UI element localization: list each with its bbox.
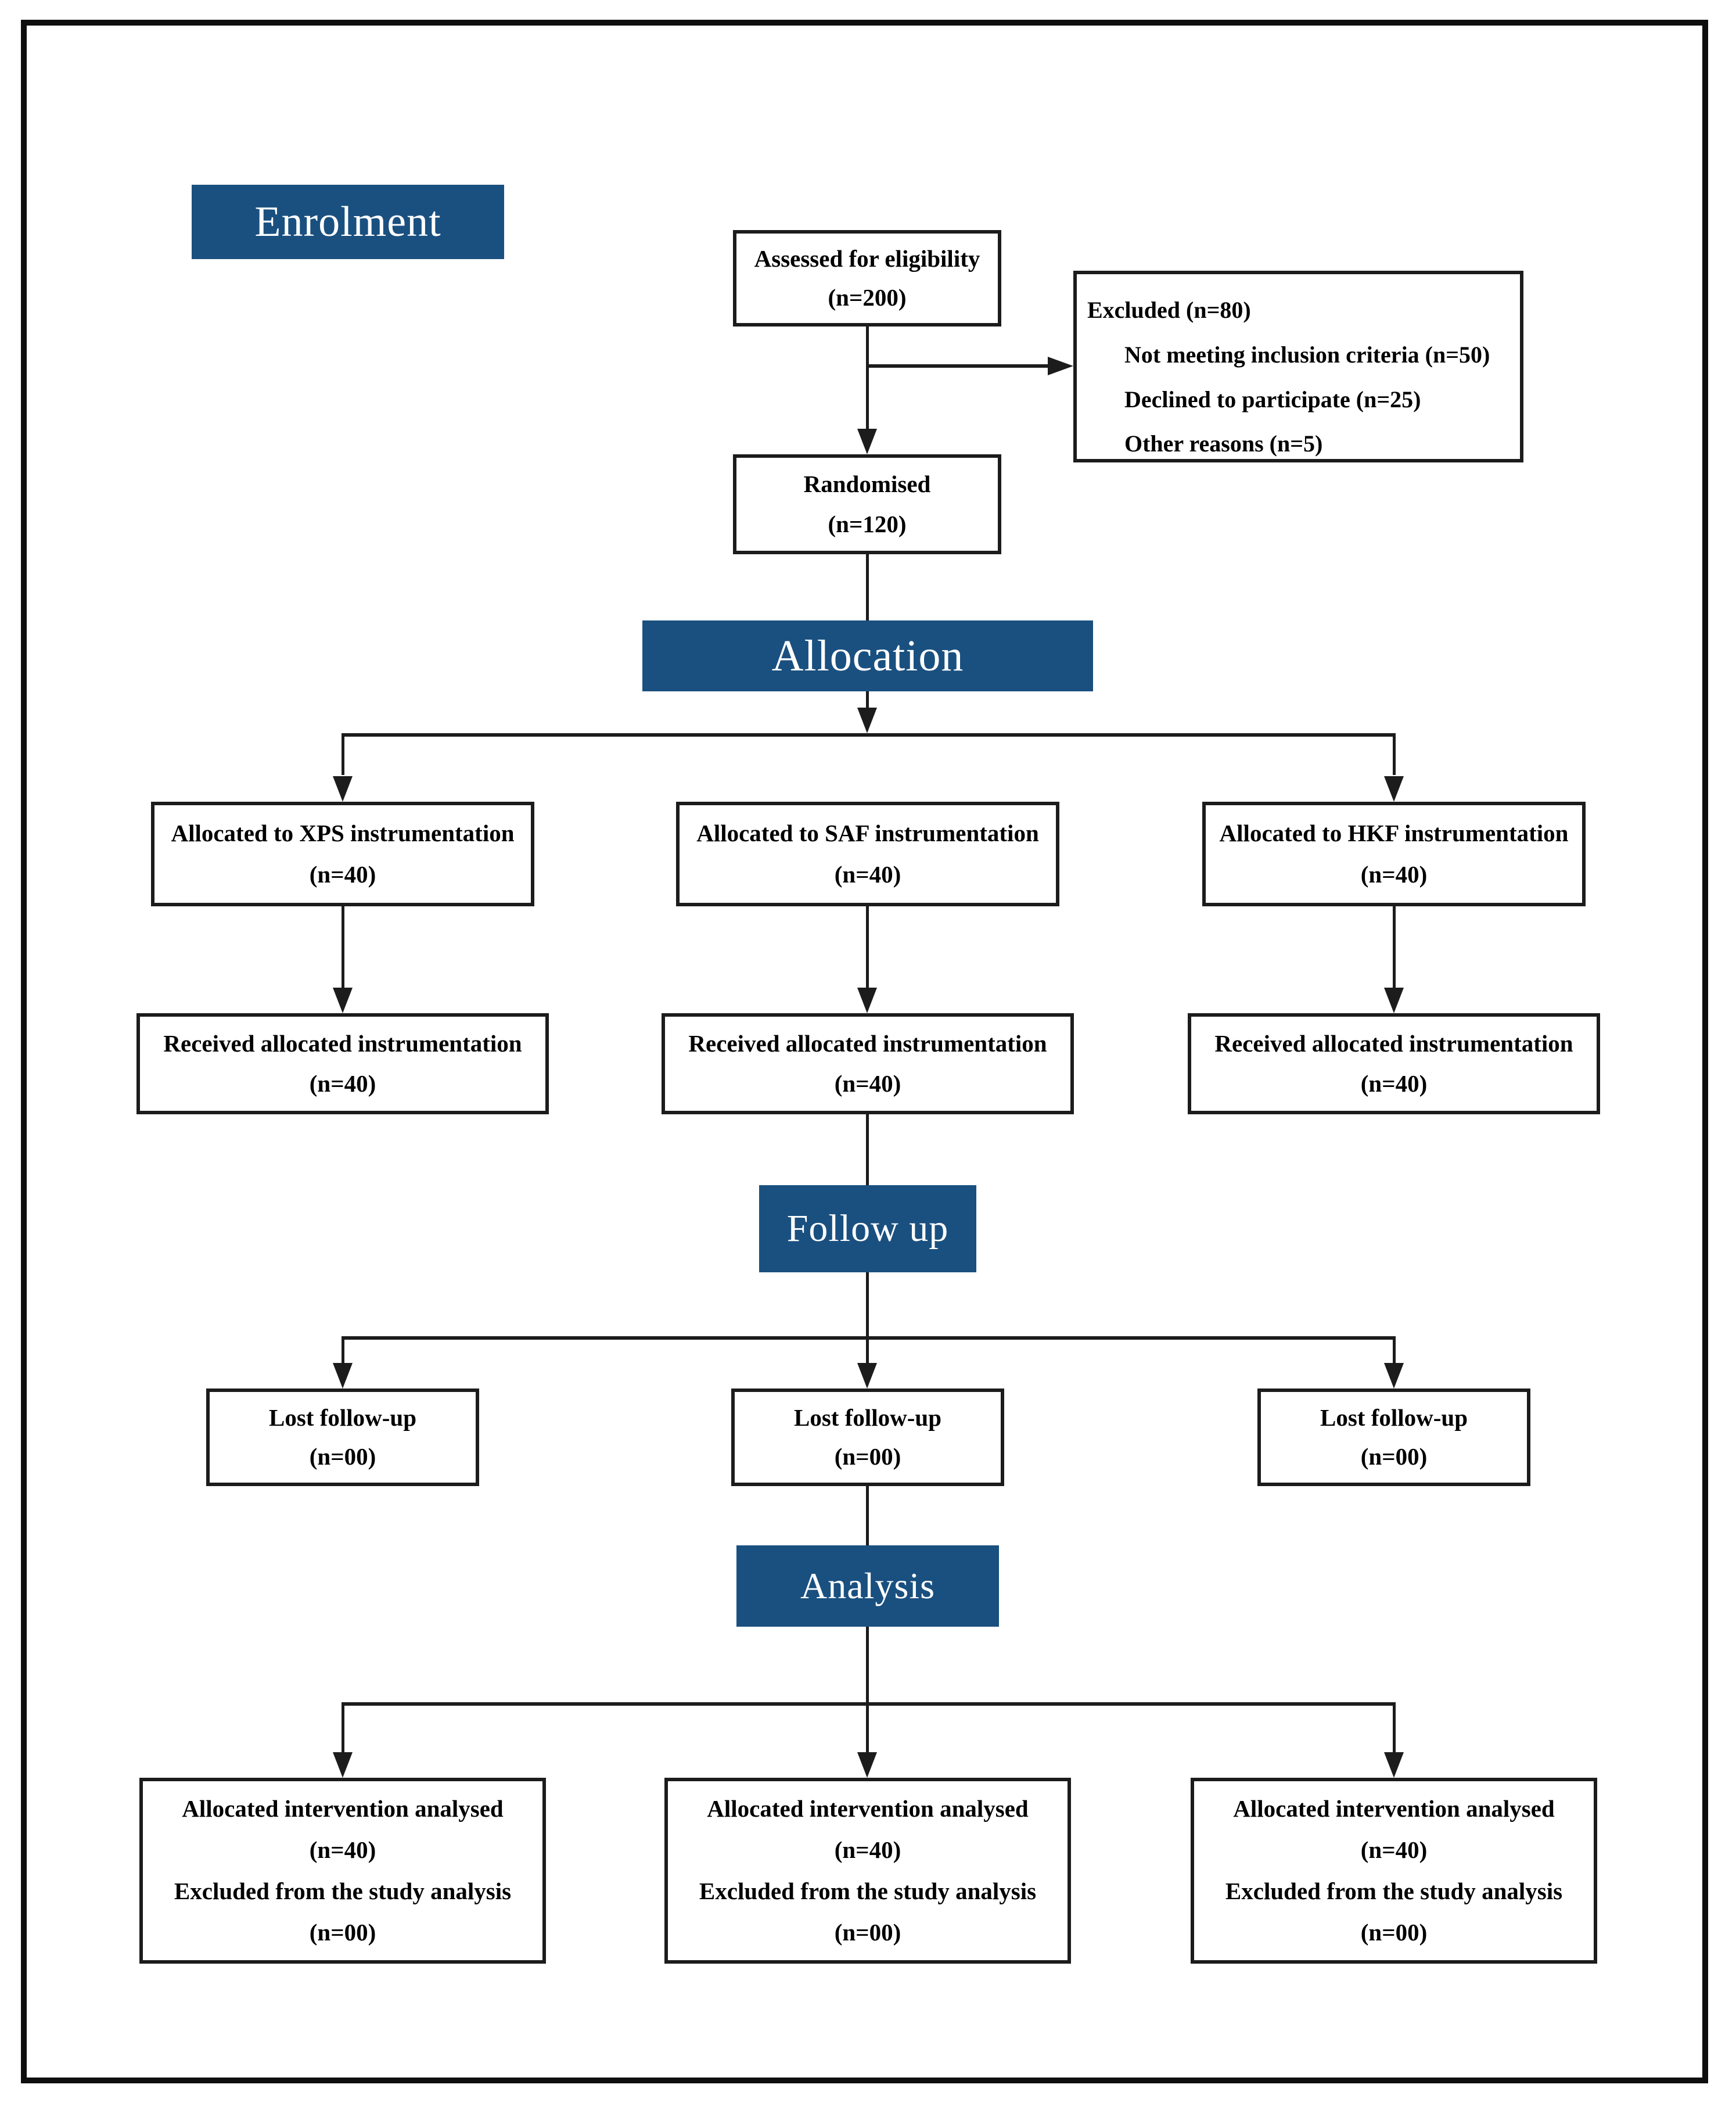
analysis-xps-line1: Allocated intervention analysed xyxy=(182,1795,504,1822)
box-lost-xps: Lost follow-up (n=00) xyxy=(206,1389,479,1486)
excluded-title: Excluded (n=80) xyxy=(1087,297,1251,323)
box-allocated-hkf: Allocated to HKF instrumentation (n=40) xyxy=(1202,802,1586,906)
analysis-hkf-line3: Excluded from the study analysis xyxy=(1225,1877,1563,1904)
box-lost-hkf: Lost follow-up (n=00) xyxy=(1257,1389,1530,1486)
connector-hkf-to-received xyxy=(1393,906,1396,988)
box-assessed-for-eligibility: Assessed for eligibility (n=200) xyxy=(733,230,1001,327)
box-received-hkf: Received allocated instrumentation (n=40… xyxy=(1188,1013,1600,1114)
arrow-down-icon xyxy=(333,1363,353,1389)
analysis-saf-line2: (n=40) xyxy=(834,1836,901,1863)
box-excluded: Excluded (n=80) Not meeting inclusion cr… xyxy=(1073,271,1523,462)
arrow-down-icon xyxy=(333,776,353,802)
allocated-xps-n: (n=40) xyxy=(309,861,376,888)
analysis-xps-line2: (n=40) xyxy=(309,1836,376,1863)
analysis-xps-line3: Excluded from the study analysis xyxy=(174,1877,512,1904)
connector-lost-to-analysis xyxy=(866,1486,869,1545)
box-analysis-xps: Allocated intervention analysed (n=40) E… xyxy=(139,1778,546,1964)
analysis-xps-line4: (n=00) xyxy=(309,1918,376,1946)
allocated-saf-title: Allocated to SAF instrumentation xyxy=(696,819,1039,846)
analysis-saf-line3: Excluded from the study analysis xyxy=(699,1877,1037,1904)
received-xps-title: Received allocated instrumentation xyxy=(163,1029,522,1057)
randomised-n: (n=120) xyxy=(828,510,907,537)
assessed-title: Assessed for eligibility xyxy=(754,245,980,272)
connector-randomised-to-allocation xyxy=(866,554,869,620)
enrolment-band: Enrolment xyxy=(192,185,504,259)
connector-analysis-to-boxes xyxy=(866,1627,869,1752)
arrow-down-icon xyxy=(1384,988,1404,1013)
box-received-xps: Received allocated instrumentation (n=40… xyxy=(136,1013,549,1114)
box-lost-saf: Lost follow-up (n=00) xyxy=(731,1389,1004,1486)
connector-assessed-to-randomised xyxy=(866,327,869,430)
arrow-down-icon xyxy=(857,1363,877,1389)
connector-saf-to-received xyxy=(866,906,869,988)
assessed-n: (n=200) xyxy=(828,284,907,311)
analysis-band: Analysis xyxy=(736,1545,999,1627)
arrow-down-icon xyxy=(1384,1752,1404,1778)
allocated-saf-n: (n=40) xyxy=(834,861,901,888)
randomised-title: Randomised xyxy=(803,470,931,497)
allocated-hkf-title: Allocated to HKF instrumentation xyxy=(1219,819,1569,846)
connector-branch-to-hkf xyxy=(1393,733,1396,775)
connector-to-excluded xyxy=(866,364,1049,368)
analysis-hkf-line4: (n=00) xyxy=(1360,1918,1428,1946)
received-hkf-n: (n=40) xyxy=(1360,1070,1428,1097)
follow-up-band-label: Follow up xyxy=(786,1207,949,1250)
lost-saf-n: (n=00) xyxy=(834,1443,901,1470)
analysis-saf-line1: Allocated intervention analysed xyxy=(707,1795,1029,1822)
connector-branch-to-analysis-hkf xyxy=(1393,1702,1396,1752)
received-hkf-title: Received allocated instrumentation xyxy=(1214,1029,1573,1057)
allocated-xps-title: Allocated to XPS instrumentation xyxy=(171,819,515,846)
arrow-down-icon xyxy=(857,429,877,454)
lost-hkf-title: Lost follow-up xyxy=(1320,1404,1468,1431)
connector-branch-to-xps xyxy=(342,733,344,775)
connector-received-to-followup xyxy=(866,1114,869,1185)
allocation-band: Allocation xyxy=(642,620,1093,691)
branch-line-allocation xyxy=(342,733,1395,737)
excluded-reason-1: Not meeting inclusion criteria (n=50) xyxy=(1124,341,1490,368)
box-allocated-saf: Allocated to SAF instrumentation (n=40) xyxy=(676,802,1059,906)
lost-xps-n: (n=00) xyxy=(309,1443,376,1470)
received-saf-title: Received allocated instrumentation xyxy=(688,1029,1047,1057)
arrow-down-icon xyxy=(857,708,877,733)
arrow-down-icon xyxy=(333,988,353,1013)
received-xps-n: (n=40) xyxy=(309,1070,376,1097)
connector-followup-to-lost xyxy=(866,1272,869,1363)
analysis-band-label: Analysis xyxy=(800,1565,935,1606)
arrow-down-icon xyxy=(1384,1363,1404,1389)
arrow-down-icon xyxy=(857,1752,877,1778)
follow-up-band: Follow up xyxy=(759,1185,976,1272)
lost-xps-title: Lost follow-up xyxy=(268,1404,416,1431)
allocation-band-label: Allocation xyxy=(771,631,964,680)
connector-branch-to-lost-xps xyxy=(342,1336,344,1363)
connector-branch-to-lost-hkf xyxy=(1393,1336,1396,1363)
allocated-hkf-n: (n=40) xyxy=(1360,861,1428,888)
lost-saf-title: Lost follow-up xyxy=(793,1404,941,1431)
analysis-hkf-line1: Allocated intervention analysed xyxy=(1233,1795,1555,1822)
connector-allocation-to-branch xyxy=(866,691,869,711)
arrow-down-icon xyxy=(857,988,877,1013)
received-saf-n: (n=40) xyxy=(834,1070,901,1097)
connector-branch-to-analysis-xps xyxy=(342,1702,344,1752)
enrolment-band-label: Enrolment xyxy=(254,198,441,246)
analysis-hkf-line2: (n=40) xyxy=(1360,1836,1428,1863)
branch-line-analysis xyxy=(342,1702,1395,1706)
arrow-right-icon xyxy=(1048,357,1073,375)
branch-line-followup xyxy=(342,1336,1395,1340)
box-analysis-hkf: Allocated intervention analysed (n=40) E… xyxy=(1191,1778,1597,1964)
box-received-saf: Received allocated instrumentation (n=40… xyxy=(662,1013,1074,1114)
box-analysis-saf: Allocated intervention analysed (n=40) E… xyxy=(664,1778,1071,1964)
lost-hkf-n: (n=00) xyxy=(1360,1443,1428,1470)
analysis-saf-line4: (n=00) xyxy=(834,1918,901,1946)
excluded-reason-2: Declined to participate (n=25) xyxy=(1124,386,1421,412)
arrow-down-icon xyxy=(1384,776,1404,802)
box-allocated-xps: Allocated to XPS instrumentation (n=40) xyxy=(151,802,534,906)
box-randomised: Randomised (n=120) xyxy=(733,454,1001,554)
arrow-down-icon xyxy=(333,1752,353,1778)
connector-xps-to-received xyxy=(342,906,344,988)
excluded-reason-3: Other reasons (n=5) xyxy=(1124,430,1323,457)
